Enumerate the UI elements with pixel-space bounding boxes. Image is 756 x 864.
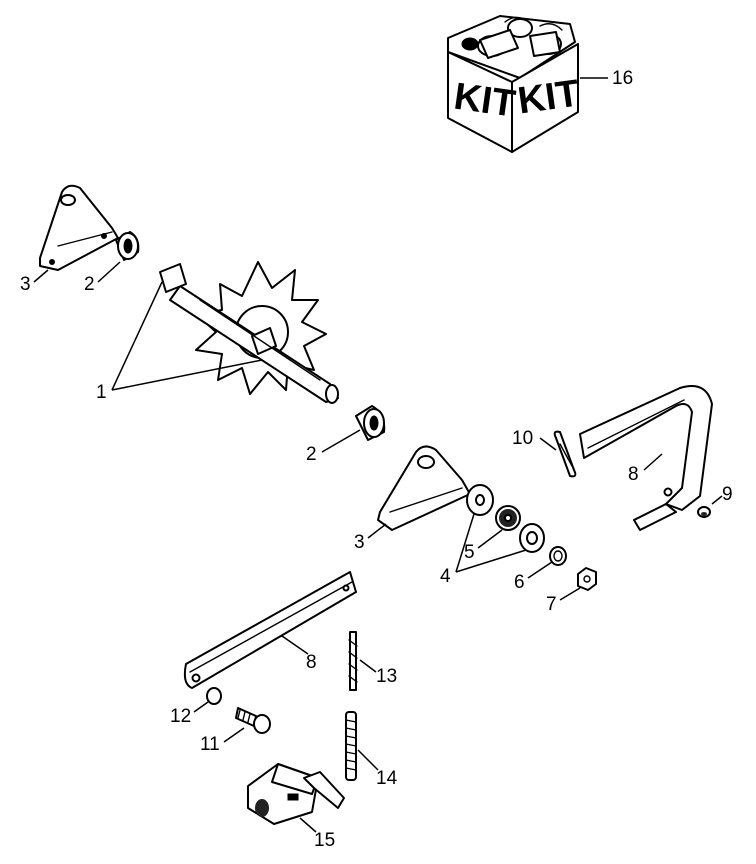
- callout-14: 14: [376, 768, 398, 789]
- callout-5: 5: [464, 542, 475, 563]
- spring-clip: [553, 430, 577, 478]
- mounting-bracket-upper: [39, 184, 119, 271]
- small-sprocket: [495, 505, 521, 531]
- washer-front: [466, 484, 494, 516]
- kit-box: KIT KIT: [447, 15, 582, 153]
- small-cap-nut: [697, 506, 711, 518]
- callout-3-upper: 3: [20, 274, 31, 295]
- callout-13: 13: [376, 666, 397, 687]
- callout-8-upper: 8: [628, 464, 639, 485]
- callout-16: 16: [612, 68, 633, 89]
- callout-4: 4: [440, 566, 451, 587]
- latch-assembly: [247, 763, 345, 825]
- washer-rear: [519, 523, 545, 553]
- callout-15: 15: [314, 830, 335, 851]
- callout-2-upper: 2: [84, 274, 95, 295]
- callout-8-lower: 8: [306, 652, 317, 673]
- callout-11: 11: [200, 734, 220, 755]
- kit-label-left: KIT: [451, 76, 517, 126]
- mounting-bracket-lower: [377, 445, 471, 531]
- shoulder-bolt: [235, 707, 271, 734]
- kit-label-right: KIT: [515, 72, 581, 122]
- retaining-ring: [549, 546, 567, 566]
- callout-1: 1: [96, 382, 107, 403]
- callout-10: 10: [512, 428, 533, 449]
- spacer: [206, 687, 222, 705]
- callout-7: 7: [546, 594, 557, 615]
- bushing-lower: [355, 405, 386, 441]
- lever-arm-lower: [183, 571, 357, 689]
- callout-6: 6: [514, 572, 525, 593]
- lever-arm-upper: [579, 385, 713, 531]
- sprocket-shaft-assembly: [159, 261, 339, 404]
- callout-3-lower: 3: [354, 532, 365, 553]
- callout-12: 12: [170, 706, 191, 727]
- callout-9: 9: [722, 484, 733, 505]
- coil-spring: [345, 711, 357, 781]
- callout-2-lower: 2: [306, 444, 317, 465]
- bushing-upper: [115, 231, 140, 261]
- hex-nut: [577, 567, 597, 591]
- drive-chain: [348, 631, 358, 691]
